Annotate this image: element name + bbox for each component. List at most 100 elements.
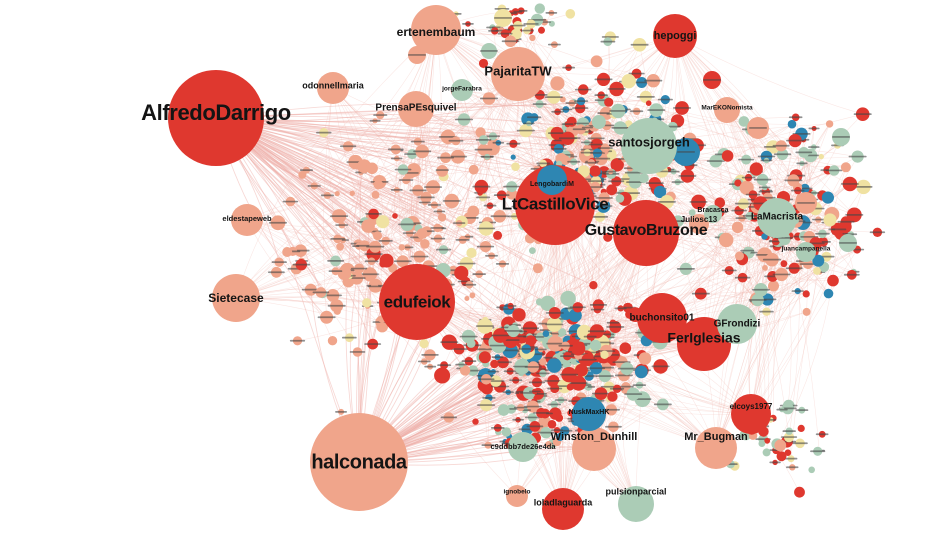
node-label-stub [367,285,382,288]
node-label-stub [706,160,725,162]
node-label-stub [781,436,798,438]
cluster-node [547,358,562,373]
cluster-node [539,358,547,366]
cluster-node [638,173,649,184]
edge [552,107,683,173]
node-label-stub [808,127,820,130]
cluster-node [761,233,768,240]
cluster-node [497,404,510,416]
cluster-node [784,449,792,457]
cluster-node [373,231,382,241]
node-label-stub [854,186,873,188]
node-label-stub [791,189,805,192]
cluster-node [734,179,742,187]
node-label-stub [624,393,643,395]
edge [301,260,350,338]
node-label-stub [587,186,604,188]
cluster-node [610,158,624,172]
cluster-node [762,265,768,271]
node-label-stub [630,43,649,46]
node-circle-prensapesquivel [398,91,434,127]
node-label-stub [788,116,803,119]
cluster-node [459,365,471,376]
node-label-stub [481,444,495,446]
node-label-stub [636,96,655,98]
node-label-stub [606,326,625,328]
node-label-stub [360,273,379,276]
node-label-stub [523,122,535,125]
node-label-eldestapeweb: eldestapeweb [222,214,272,223]
node-label-stub [562,66,575,69]
node-label-ignobelo: ignobelo [503,489,530,496]
node-label-stub [442,200,461,202]
node-label-stub [550,429,563,431]
node-circle-sietecase [212,274,260,322]
node-label-stub [578,358,597,361]
node-label-stub [327,260,345,262]
node-label-stub [475,139,492,141]
edge [674,35,740,211]
node-label-stub [689,201,708,203]
node-label-stub [503,370,517,373]
cluster-node [392,213,398,219]
edge [720,109,730,271]
node-label-stub [492,141,505,144]
cluster-node [735,251,744,261]
node-label-stub [587,137,605,140]
cluster-node [349,190,355,196]
cluster-node [794,486,805,498]
node-label-stub [792,442,808,445]
node-label-santosjorgeh: santosjorgeh [608,134,690,149]
edge [323,87,334,318]
node-label-stub [614,307,627,310]
edge [766,311,793,468]
edge [292,179,407,252]
node-circle-pulsionparcial [618,486,654,522]
node-label-stub [349,351,366,353]
node-label-bracasca: Bracasca [697,207,728,214]
node-label-stub [480,50,498,52]
node-circle-elcoys1977 [731,394,771,434]
cluster-node [371,190,380,199]
node-label-stub [480,97,498,100]
node-label-stub [366,245,385,248]
cluster-node [802,307,811,316]
node-label-stub [574,122,592,125]
node-label-jorgefarabra: jorgeFarabra [441,86,482,93]
node-label-stub [373,114,388,116]
node-label-stub [772,144,790,147]
node-label-stub [461,360,477,362]
node-label-stub [533,412,550,414]
cluster-node [549,407,562,420]
cluster-node [469,292,476,299]
edge [590,274,852,353]
node-label-stub [419,201,431,204]
node-label-stub [815,433,829,436]
node-label-stub [558,344,573,347]
node-label-stub [547,387,563,390]
edge [246,219,333,341]
node-label-stub [589,152,606,154]
cluster-node [466,247,477,258]
node-label-stub [575,88,592,91]
node-circle-c9ddbb [508,432,538,462]
cluster-node [434,367,451,384]
node-label-stub [786,466,799,469]
cluster-node [780,260,788,268]
edge [327,73,519,196]
node-label-stub [421,354,439,356]
node-label-stub [462,23,474,25]
cluster-node [478,58,489,68]
node-label-gfrondizi: GFrondizi [714,319,761,330]
node-label-stub [436,248,452,251]
node-label-stub [439,136,457,138]
node-label-stub [550,148,567,150]
node-label-lamacrista: LaMacrista [751,212,804,223]
node-label-stub [784,179,803,182]
cluster-node [464,296,470,301]
node-label-halconada: halconada [311,451,408,473]
node-label-stub [398,223,417,226]
node-label-stub [427,204,441,206]
cluster-node [589,339,602,352]
node-label-stub [594,205,613,207]
